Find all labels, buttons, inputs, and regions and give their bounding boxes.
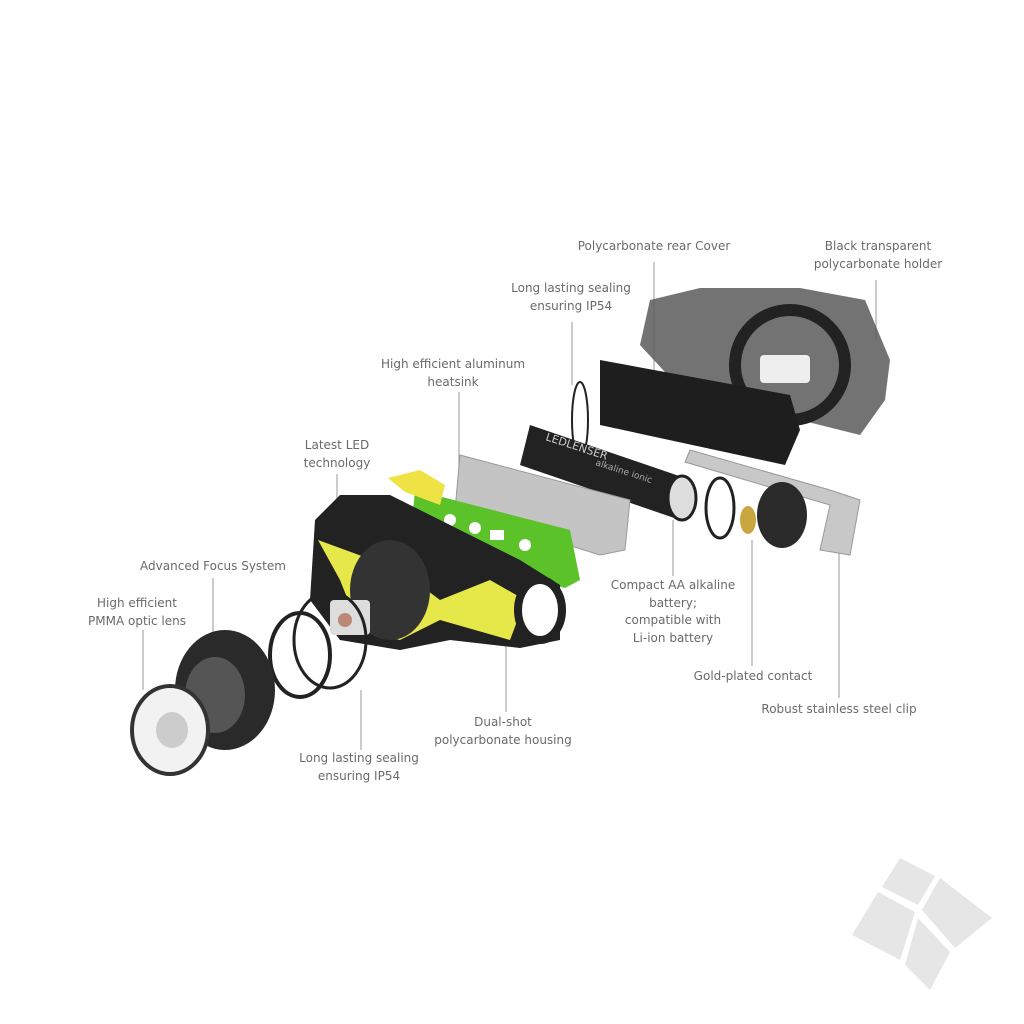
label-rear-cover: Polycarbonate rear Cover	[577, 239, 731, 253]
label-contact: Gold-plated contact	[693, 669, 813, 683]
seal-ring-bottom	[292, 590, 368, 690]
rear-cover-part	[600, 360, 800, 465]
led-emitter	[338, 613, 352, 627]
watermark-logo	[852, 858, 992, 990]
optic-lens-part	[130, 684, 210, 776]
steel-clip-part	[684, 449, 861, 556]
label-clip: Robust stainless steel clip	[761, 702, 917, 716]
gold-contact-part	[704, 476, 807, 548]
switch-button-part	[388, 470, 445, 505]
led-board-part	[410, 490, 580, 588]
label-focus: Advanced Focus System	[140, 559, 286, 573]
